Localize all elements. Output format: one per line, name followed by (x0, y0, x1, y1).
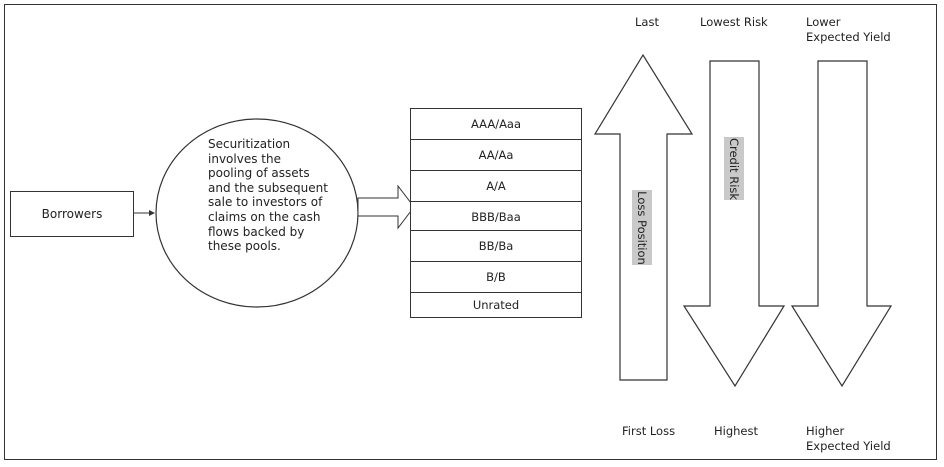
yield-bottom-line1: Higher (806, 424, 845, 438)
risk-bottom-label: Highest (714, 424, 759, 438)
risk-top-label: Lowest Risk (700, 15, 768, 29)
tranche-label: AA/Aa (478, 148, 514, 162)
tranche-aa: AA/Aa (410, 139, 582, 171)
tranche-aaa: AAA/Aaa (410, 108, 582, 140)
tranche-label: Unrated (472, 298, 520, 312)
tranche-a: A/A (410, 170, 582, 202)
diagram-frame (4, 4, 937, 460)
tranche-bb: BB/Ba (410, 230, 582, 262)
block-arrow-right (357, 184, 415, 230)
loss-bottom-label: First Loss (622, 424, 676, 438)
loss-top-label: Last (635, 15, 659, 29)
securitization-description: Securitization involves the pooling of a… (208, 137, 328, 254)
tranche-b: B/B (410, 261, 582, 293)
tranche-label: BB/Ba (478, 239, 514, 253)
yield-top-line2: Expected Yield (806, 30, 891, 44)
tranche-label: B/B (486, 270, 506, 284)
loss-position-text: Loss Position (635, 190, 649, 265)
yield-bottom-label: Higher Expected Yield (806, 424, 891, 454)
yield-bottom-line2: Expected Yield (806, 439, 891, 453)
tranche-label: A/A (486, 179, 506, 193)
credit-risk-text: Credit Risk (727, 137, 742, 200)
tranche-label: BBB/Baa (471, 210, 521, 224)
borrowers-label: Borrowers (41, 207, 103, 221)
loss-position-label: Loss Position (632, 190, 652, 265)
credit-risk-arrow (682, 60, 786, 388)
tranche-unrated: Unrated (410, 292, 582, 318)
yield-top-line1: Lower (806, 15, 841, 29)
yield-top-label: Lower Expected Yield (806, 15, 891, 45)
borrowers-box: Borrowers (10, 191, 134, 237)
credit-risk-label: Credit Risk (724, 137, 744, 200)
expected-yield-arrow (790, 60, 893, 388)
tranche-bbb: BBB/Baa (410, 201, 582, 233)
tranche-label: AAA/Aaa (470, 117, 522, 131)
